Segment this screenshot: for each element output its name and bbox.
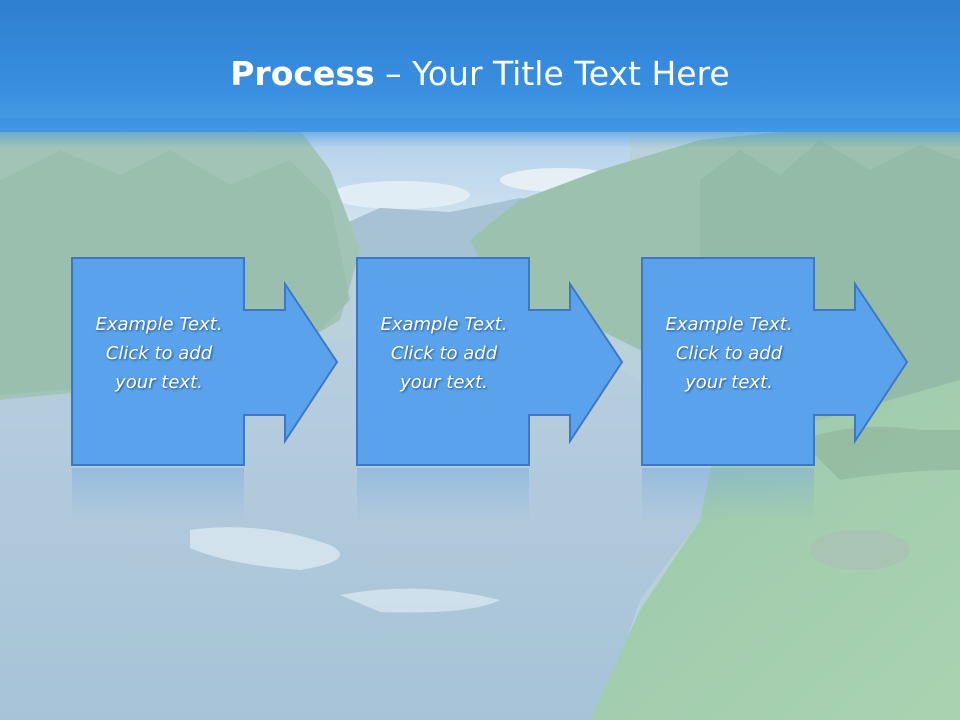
title-banner xyxy=(0,0,960,132)
step-1-text[interactable]: Example Text. Click to add your text. xyxy=(74,310,244,397)
step-2-text[interactable]: Example Text. Click to add your text. xyxy=(359,310,529,397)
process-step-3[interactable]: Example Text. Click to add your text. xyxy=(641,257,912,520)
slide-title[interactable]: Process – Your Title Text Here xyxy=(0,50,960,98)
step-2-line-2: Click to add xyxy=(390,343,498,364)
process-step-1[interactable]: Example Text. Click to add your text. xyxy=(71,257,342,520)
step-3-line-3: your text. xyxy=(685,372,773,393)
slide-title-bold: Process xyxy=(230,54,375,93)
step-1-arrow-shape xyxy=(71,257,339,466)
step-2-line-3: your text. xyxy=(400,372,488,393)
step-3-text[interactable]: Example Text. Click to add your text. xyxy=(644,310,814,397)
step-3-reflection xyxy=(642,468,814,520)
step-3-line-1: Example Text. xyxy=(665,314,793,335)
step-2-reflection xyxy=(357,468,529,520)
step-2-line-1: Example Text. xyxy=(380,314,508,335)
step-1-line-3: your text. xyxy=(115,372,203,393)
step-3-line-2: Click to add xyxy=(675,343,783,364)
title-banner-fade xyxy=(0,118,960,148)
slide-title-rest: – Your Title Text Here xyxy=(374,54,730,93)
step-3-arrow-shape xyxy=(641,257,909,466)
step-1-line-1: Example Text. xyxy=(95,314,223,335)
step-1-reflection xyxy=(72,468,244,520)
step-2-arrow-shape xyxy=(356,257,624,466)
step-1-line-2: Click to add xyxy=(105,343,213,364)
process-step-2[interactable]: Example Text. Click to add your text. xyxy=(356,257,627,520)
